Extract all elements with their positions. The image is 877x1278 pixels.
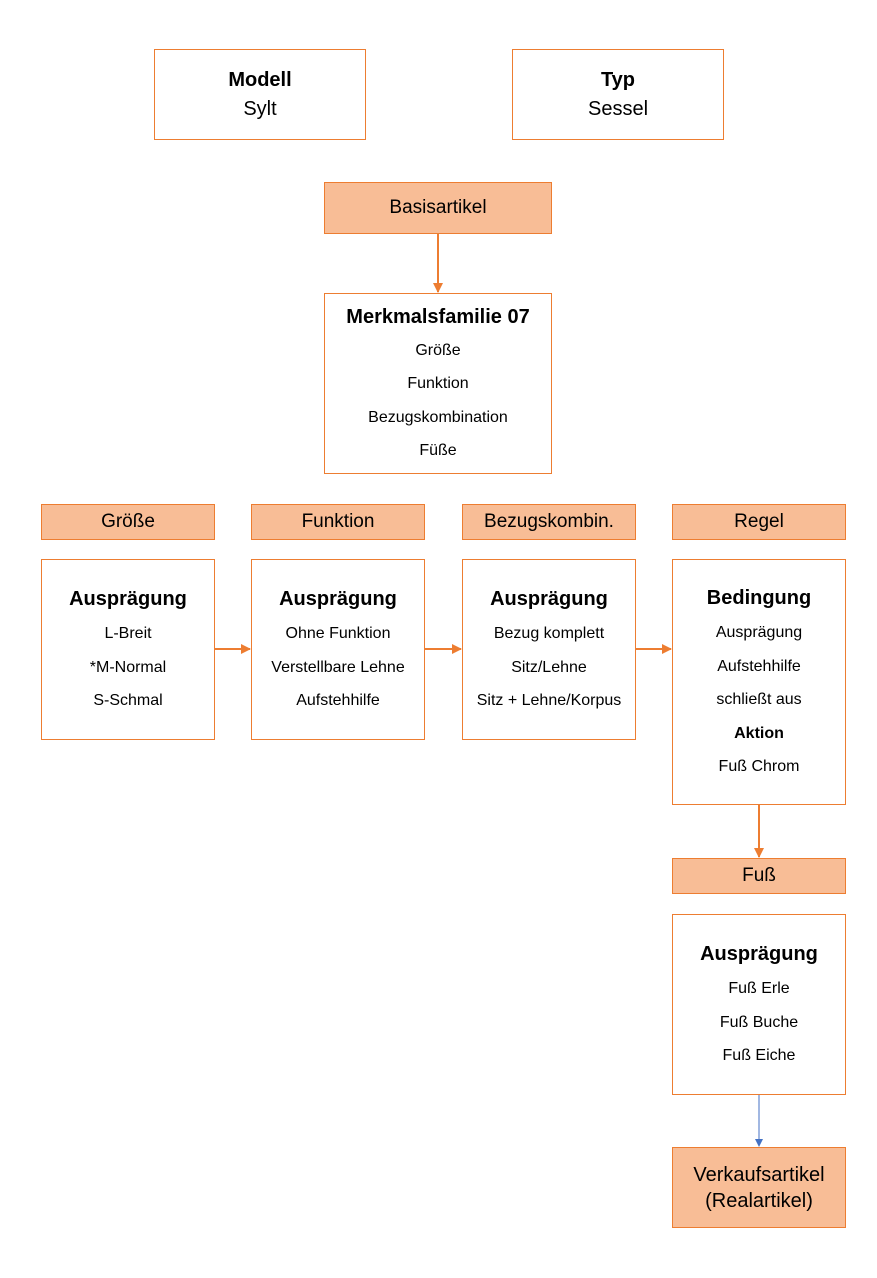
regel-bedingung-title: Bedingung xyxy=(706,587,812,610)
modell-box: Modell Sylt xyxy=(154,49,366,140)
merkmalsfamilie-title: Merkmalsfamilie 07 xyxy=(346,305,530,328)
fuss-item: Fuß Erle xyxy=(728,980,790,998)
header-groesse: Größe xyxy=(41,504,215,540)
bezug-auspraegung-title: Ausprägung xyxy=(490,588,608,611)
header-bezugskombin-label: Bezugskombin. xyxy=(484,511,614,532)
regel-line: Aufstehhilfe xyxy=(717,657,801,675)
groesse-auspraegung-title: Ausprägung xyxy=(69,588,187,611)
basisartikel-box: Basisartikel xyxy=(324,182,552,234)
typ-value: Sessel xyxy=(587,97,649,120)
groesse-item: L-Breit xyxy=(104,625,152,643)
bezug-item: Bezug komplett xyxy=(493,625,605,643)
typ-label: Typ xyxy=(600,68,636,91)
funktion-item: Ohne Funktion xyxy=(285,625,391,643)
merkmalsfamilie-item: Bezugskombination xyxy=(368,408,508,426)
funktion-item: Verstellbare Lehne xyxy=(271,658,405,676)
bezug-item: Sitz + Lehne/Korpus xyxy=(476,692,622,710)
header-groesse-label: Größe xyxy=(101,511,155,532)
verkaufsartikel-line1: Verkaufsartikel xyxy=(693,1163,825,1186)
funktion-item: Aufstehhilfe xyxy=(296,692,380,710)
fuss-auspraegung-title: Ausprägung xyxy=(700,943,818,966)
fuss-item: Fuß Buche xyxy=(719,1013,799,1031)
merkmalsfamilie-item: Füße xyxy=(419,442,457,459)
header-regel-label: Regel xyxy=(734,511,784,532)
header-fuss: Fuß xyxy=(672,858,846,894)
modell-value: Sylt xyxy=(243,97,277,120)
verkaufsartikel-box: Verkaufsartikel (Realartikel) xyxy=(672,1147,846,1228)
merkmalsfamilie-box: Merkmalsfamilie 07 Größe Funktion Bezugs… xyxy=(324,293,552,474)
merkmalsfamilie-item: Größe xyxy=(415,341,461,359)
fuss-item: Fuß Eiche xyxy=(722,1047,796,1065)
typ-box: Typ Sessel xyxy=(512,49,724,140)
header-regel: Regel xyxy=(672,504,846,540)
bezug-item: Sitz/Lehne xyxy=(511,658,587,676)
basisartikel-label: Basisartikel xyxy=(389,197,487,218)
regel-aktion-value: Fuß Chrom xyxy=(718,758,800,776)
header-bezugskombin: Bezugskombin. xyxy=(462,504,636,540)
header-funktion-label: Funktion xyxy=(301,511,375,532)
header-funktion: Funktion xyxy=(251,504,425,540)
groesse-auspraegung-box: Ausprägung L-Breit *M-Normal S-Schmal xyxy=(41,559,215,740)
groesse-item: *M-Normal xyxy=(89,658,167,676)
verkaufsartikel-line2: (Realartikel) xyxy=(705,1189,813,1212)
funktion-auspraegung-title: Ausprägung xyxy=(279,588,397,611)
modell-label: Modell xyxy=(228,68,292,91)
regel-line: Ausprägung xyxy=(715,624,803,642)
groesse-item: S-Schmal xyxy=(93,692,163,710)
regel-bedingung-box: Bedingung Ausprägung Aufstehhilfe schlie… xyxy=(672,559,846,805)
regel-line: schließt aus xyxy=(716,691,802,709)
fuss-auspraegung-box: Ausprägung Fuß Erle Fuß Buche Fuß Eiche xyxy=(672,914,846,1095)
merkmalsfamilie-item: Funktion xyxy=(407,375,469,392)
regel-aktion-label: Aktion xyxy=(734,724,784,742)
header-fuss-label: Fuß xyxy=(742,865,776,886)
funktion-auspraegung-box: Ausprägung Ohne Funktion Verstellbare Le… xyxy=(251,559,425,740)
bezug-auspraegung-box: Ausprägung Bezug komplett Sitz/Lehne Sit… xyxy=(462,559,636,740)
